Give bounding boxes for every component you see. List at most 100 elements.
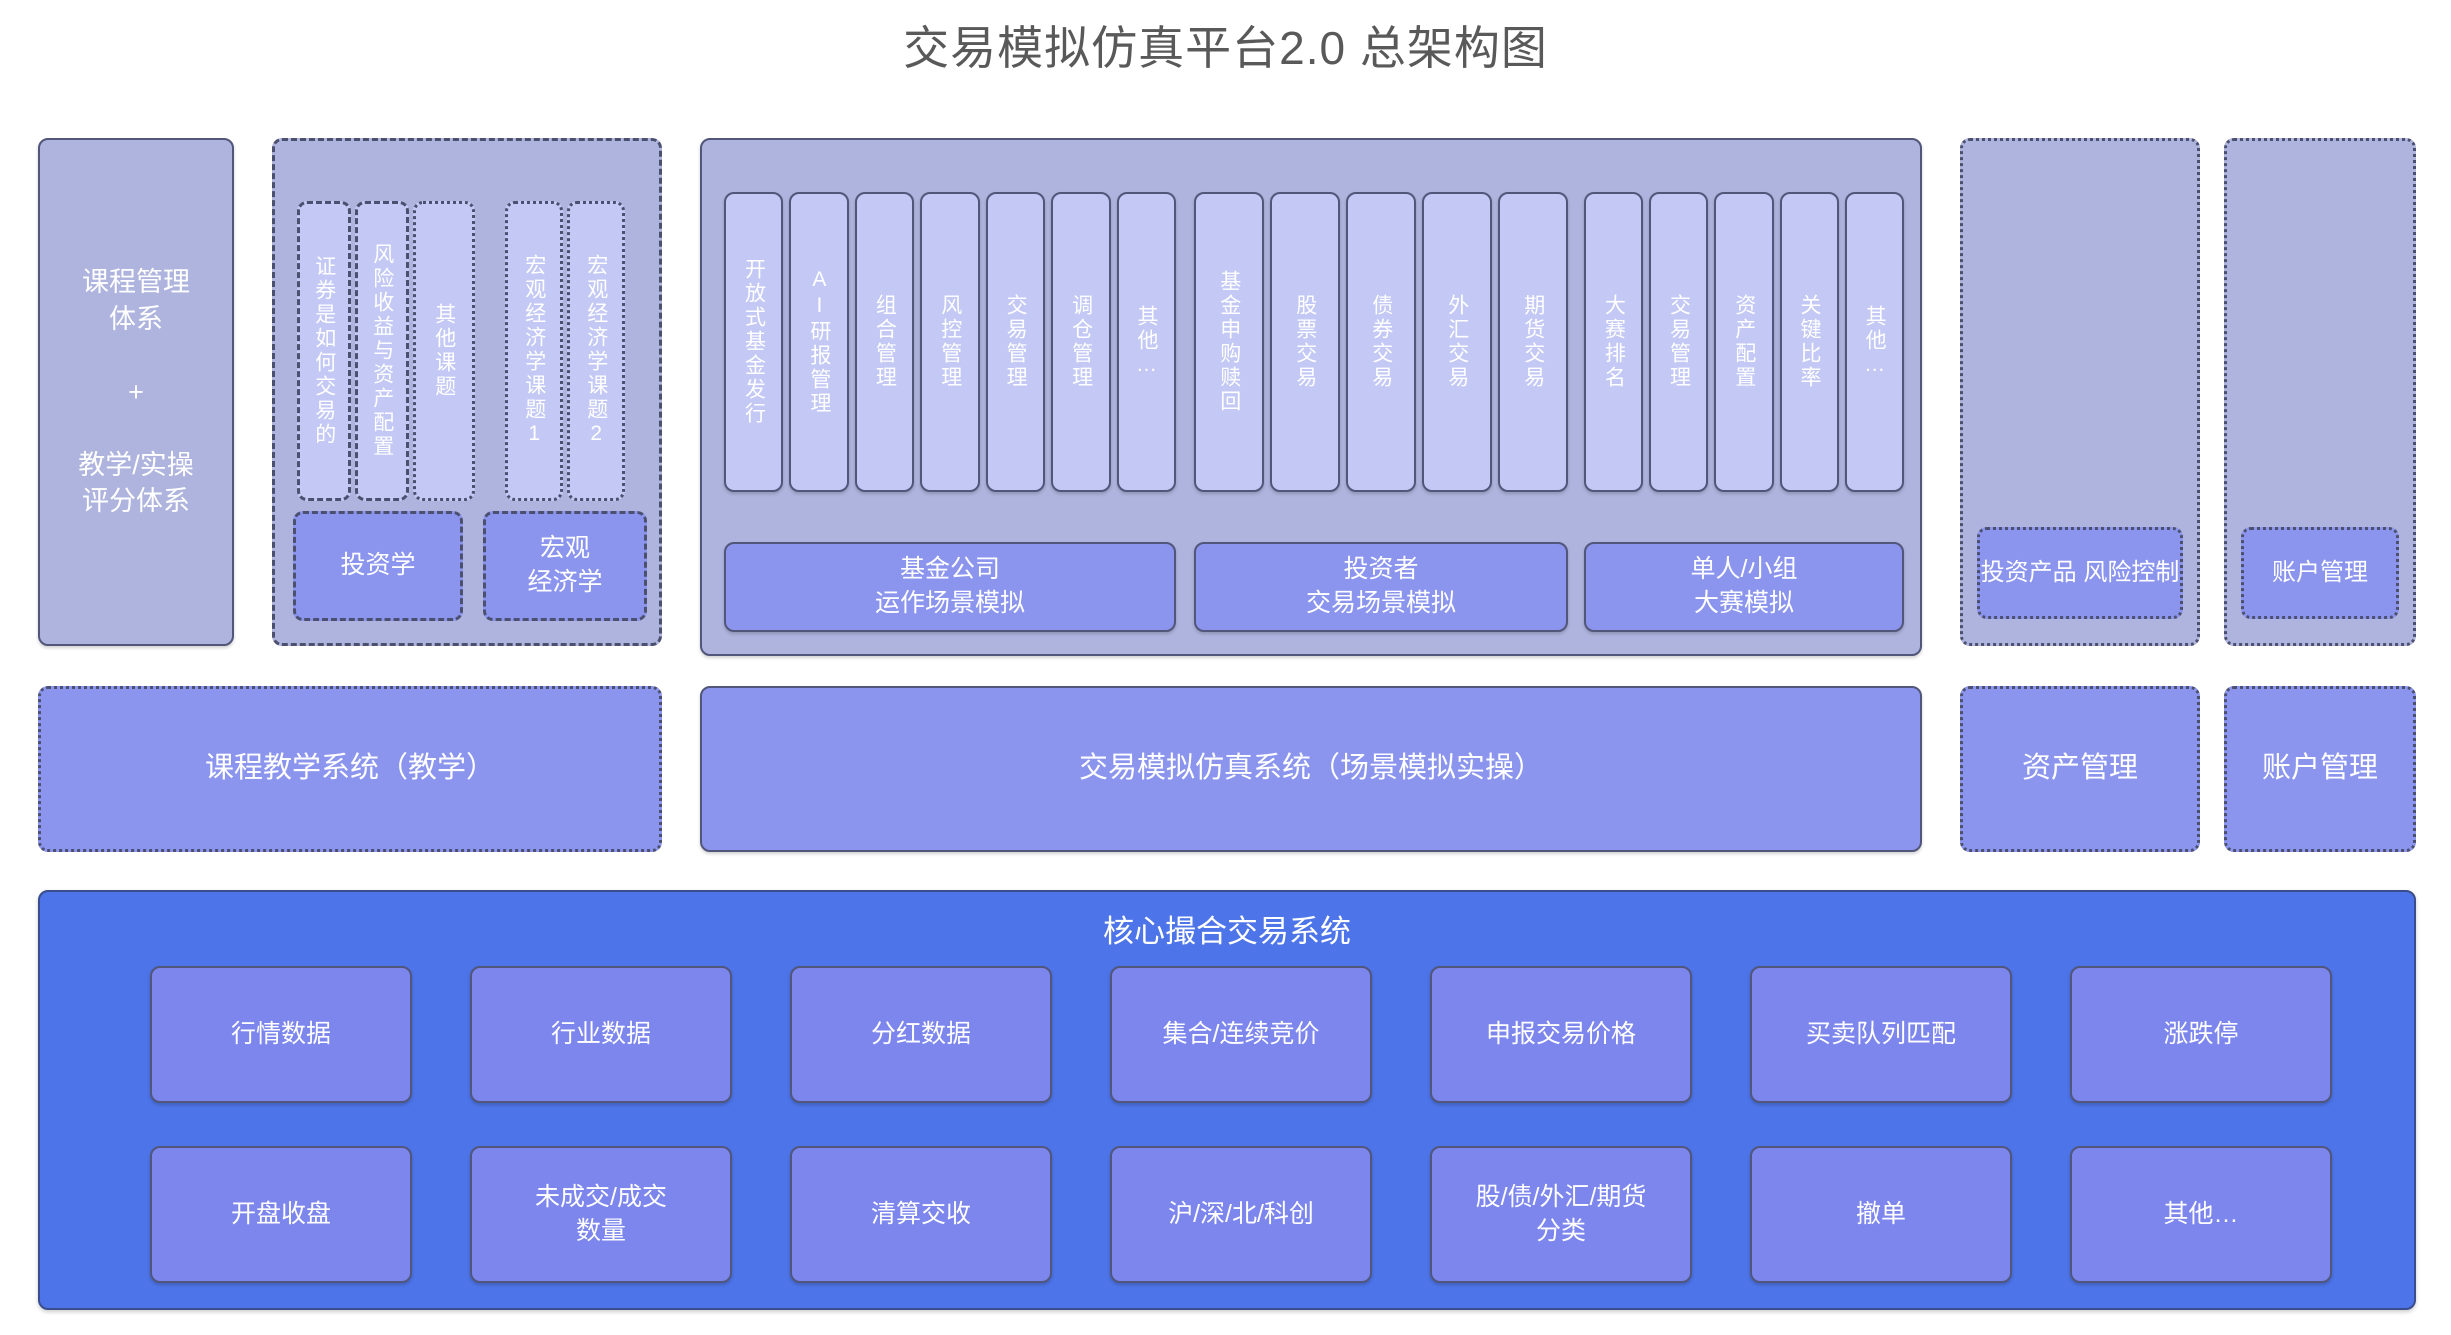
- core-feature-label: 清算交收: [870, 1199, 971, 1228]
- simulation-scene-label: 投资者 交易场景模拟: [1305, 555, 1456, 617]
- simulation-module-label: 基金申购赎回: [1217, 270, 1241, 414]
- simulation-module-box[interactable]: 大赛排名: [1584, 192, 1644, 492]
- account-management-box[interactable]: 账户管理: [2241, 527, 2399, 619]
- core-feature-label: 撤单: [1855, 1199, 1906, 1228]
- simulation-module-label: 交易管理: [1004, 294, 1028, 390]
- core-feature-label: 申报交易价格: [1485, 1019, 1636, 1048]
- core-feature-label: 涨跌停: [2163, 1019, 2239, 1048]
- mid-row: 课程教学系统（教学） 交易模拟仿真系统（场景模拟实操） 资产管理 账户管理: [0, 686, 2451, 856]
- core-feature-card[interactable]: 分红数据: [790, 966, 1052, 1103]
- core-feature-label: 行业数据: [550, 1019, 651, 1048]
- base-course-box[interactable]: 宏观 经济学: [483, 511, 647, 621]
- core-feature-card[interactable]: 撤单: [1750, 1146, 2012, 1283]
- mid-box-label: 资产管理: [2021, 752, 2138, 785]
- core-feature-label: 其他…: [2163, 1199, 2239, 1228]
- simulation-module-box[interactable]: 其他…: [1116, 192, 1176, 492]
- simulation-module-label: AI研报管理: [807, 268, 831, 416]
- course-topics-group: 证券是如何交易的 风险收益与资产配置 其他课题 宏观经济学课题1 宏观经济学课题2 投资学…: [272, 138, 662, 646]
- course-topic-label: 宏观经济学课题2: [584, 254, 608, 448]
- course-topic-label: 宏观经济学课题1: [522, 254, 546, 448]
- core-feature-card[interactable]: 其他…: [2070, 1146, 2332, 1283]
- core-feature-card[interactable]: 买卖队列匹配: [1750, 966, 2012, 1103]
- core-feature-label: 分红数据: [870, 1019, 971, 1048]
- simulation-module-box[interactable]: 其他…: [1844, 192, 1904, 492]
- course-topic-label: 其他课题: [432, 303, 456, 399]
- course-topic-box[interactable]: 风险收益与资产配置: [355, 201, 409, 501]
- simulation-module-label: 开放式基金发行: [742, 258, 766, 426]
- core-feature-label: 买卖队列匹配: [1805, 1019, 1956, 1048]
- simulation-module-box[interactable]: 资产配置: [1714, 192, 1774, 492]
- asset-management-box[interactable]: 资产管理: [1960, 686, 2200, 852]
- simulation-module-label: 期货交易: [1521, 294, 1545, 390]
- base-course-label: 宏观 经济学: [527, 534, 603, 596]
- simulation-module-box[interactable]: 交易管理: [1649, 192, 1709, 492]
- account-management-system-box[interactable]: 账户管理: [2224, 686, 2416, 852]
- simulation-module-label: 大赛排名: [1602, 294, 1626, 390]
- base-course-label: 投资学: [340, 551, 416, 580]
- simulation-module-box[interactable]: AI研报管理: [789, 192, 849, 492]
- simulation-module-box[interactable]: 股票交易: [1270, 192, 1340, 492]
- core-feature-card[interactable]: 股/债/外汇/期货 分类: [1430, 1146, 1692, 1283]
- simulation-module-box[interactable]: 期货交易: [1498, 192, 1568, 492]
- simulation-module-box[interactable]: 交易管理: [985, 192, 1046, 492]
- account-management-label: 账户管理: [2272, 558, 2368, 586]
- core-feature-card[interactable]: 申报交易价格: [1430, 966, 1692, 1103]
- risk-control-label: 投资产品 风险控制: [1980, 558, 2180, 586]
- mid-box-label: 账户管理: [2261, 752, 2378, 785]
- core-feature-label: 集合/连续竞价: [1162, 1019, 1320, 1048]
- core-feature-card[interactable]: 涨跌停: [2070, 966, 2332, 1103]
- core-feature-card[interactable]: 行情数据: [150, 966, 412, 1103]
- simulation-module-box[interactable]: 开放式基金发行: [724, 192, 784, 492]
- course-management-system-box[interactable]: 课程管理 体系 + 教学/实操 评分体系: [38, 138, 234, 646]
- simulation-module-group: 大赛排名 交易管理 资产配置关键比率其他…: [1584, 192, 1904, 492]
- course-topic-box[interactable]: 证券是如何交易的: [297, 201, 351, 501]
- simulation-module-group: 开放式基金发行 AI研报管理组合管理风控管理 交易管理调仓管理其他…: [724, 192, 1176, 492]
- core-feature-card[interactable]: 清算交收: [790, 1146, 1052, 1283]
- simulation-module-label: 交易管理: [1667, 294, 1691, 390]
- risk-control-column: 投资产品 风险控制: [1960, 138, 2200, 646]
- course-topic-box[interactable]: 其他课题: [413, 201, 475, 501]
- core-feature-label: 沪/深/北/科创: [1168, 1199, 1314, 1228]
- course-topic-label: 风险收益与资产配置: [370, 243, 394, 459]
- simulation-scene-label: 单人/小组 大赛模拟: [1690, 555, 1798, 617]
- simulation-scene-box[interactable]: 单人/小组 大赛模拟: [1584, 542, 1904, 632]
- simulation-module-box[interactable]: 调仓管理: [1051, 192, 1111, 492]
- simulation-module-group: 基金申购赎回 股票交易 债券交易 外汇交易 期货交易: [1194, 192, 1568, 492]
- core-matching-system-panel: 核心撮合交易系统 行情数据行业数据分红数据集合/连续竞价申报交易价格买卖队列匹配…: [38, 890, 2416, 1310]
- simulation-module-label: 风控管理: [938, 294, 962, 390]
- course-teaching-system-box[interactable]: 课程教学系统（教学）: [38, 686, 662, 852]
- course-topic-label: 证券是如何交易的: [312, 255, 336, 447]
- simulation-module-label: 股票交易: [1293, 294, 1317, 390]
- core-feature-card[interactable]: 未成交/成交 数量: [470, 1146, 732, 1283]
- account-management-column: 账户管理: [2224, 138, 2416, 646]
- base-course-box[interactable]: 投资学: [293, 511, 463, 621]
- mid-box-label: 交易模拟仿真系统（场景模拟实操）: [1078, 752, 1543, 785]
- simulation-module-box[interactable]: 基金申购赎回: [1194, 192, 1264, 492]
- core-feature-label: 未成交/成交 数量: [535, 1182, 667, 1245]
- core-feature-card[interactable]: 行业数据: [470, 966, 732, 1103]
- simulation-scene-box[interactable]: 基金公司 运作场景模拟: [724, 542, 1176, 632]
- simulation-module-box[interactable]: 外汇交易: [1422, 192, 1492, 492]
- simulation-scene-box[interactable]: 投资者 交易场景模拟: [1194, 542, 1568, 632]
- simulation-module-label: 债券交易: [1369, 294, 1393, 390]
- core-feature-card[interactable]: 集合/连续竞价: [1110, 966, 1372, 1103]
- trading-simulation-system-box[interactable]: 交易模拟仿真系统（场景模拟实操）: [700, 686, 1922, 852]
- course-topic-box[interactable]: 宏观经济学课题2: [567, 201, 625, 501]
- simulation-module-label: 资产配置: [1732, 294, 1756, 390]
- mid-box-label: 课程教学系统（教学）: [204, 752, 495, 785]
- core-cards-grid: 行情数据 行业数据 分红数据 集合/连续竞价 申报交易价格 买卖队列匹配 涨跌停开盘收盘 未成…: [150, 966, 2332, 1296]
- risk-control-box[interactable]: 投资产品 风险控制: [1977, 527, 2183, 619]
- course-topic-box[interactable]: 宏观经济学课题1: [505, 201, 563, 501]
- core-feature-label: 开盘收盘: [230, 1199, 331, 1228]
- simulation-module-box[interactable]: 债券交易: [1346, 192, 1416, 492]
- core-feature-label: 行情数据: [230, 1019, 331, 1048]
- core-feature-card[interactable]: 沪/深/北/科创: [1110, 1146, 1372, 1283]
- core-feature-label: 股/债/外汇/期货 分类: [1475, 1182, 1647, 1245]
- simulation-scene-label: 基金公司 运作场景模拟: [874, 555, 1025, 617]
- simulation-module-box[interactable]: 关键比率: [1779, 192, 1839, 492]
- core-feature-card[interactable]: 开盘收盘: [150, 1146, 412, 1283]
- simulation-module-box[interactable]: 组合管理: [854, 192, 915, 492]
- simulation-module-box[interactable]: 风控管理: [920, 192, 980, 492]
